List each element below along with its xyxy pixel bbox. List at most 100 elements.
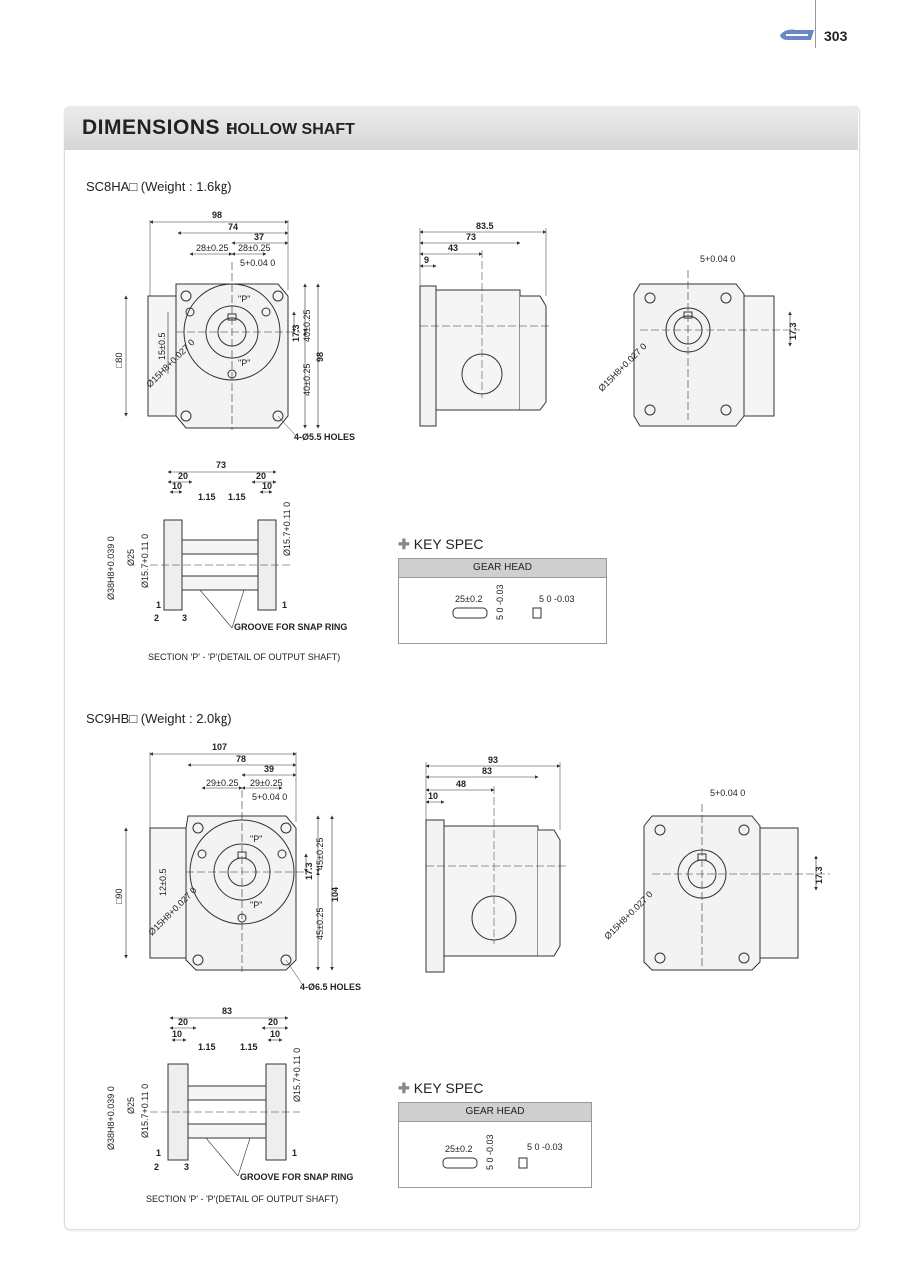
sc9-dim-p1: "P" <box>250 834 262 844</box>
sc9-sect-dim-1a: 1 <box>156 1148 161 1158</box>
model-sc9-title: SC9HB□ (Weight : 2.0㎏) <box>86 711 232 726</box>
sc9-side-view <box>425 762 566 973</box>
sc9-sect-dim-10b: 10 <box>270 1029 280 1039</box>
sc9-rear-dim-17-3: 17.3 <box>814 866 824 884</box>
sc9-section-label: SECTION 'P' - 'P'(DETAIL OF OUTPUT SHAFT… <box>146 1194 339 1204</box>
sc8-dim-37: 37 <box>254 232 264 242</box>
sc8-dim-40a: 40±0.25 <box>302 310 312 342</box>
banner-title: DIMENSIONS : <box>82 116 234 139</box>
sc9-sect-dim-1b: 1 <box>292 1148 297 1158</box>
plus-icon: ✚ <box>398 536 410 552</box>
sc8-dim-98v: 98 <box>315 352 325 362</box>
sc8-sect-dim-115b: 1.15 <box>228 492 246 502</box>
sc9-dim-square-90: □90 <box>114 889 124 904</box>
sc9-key-spec-title: ✚KEY SPEC <box>398 1080 484 1097</box>
sc8-key-drawing: 25±0.2 5 0 -0.03 5 0 -0.03 <box>452 584 575 620</box>
sc9-sect-dim-10a: 10 <box>172 1029 182 1039</box>
sc8-sect-dim-10a: 10 <box>172 481 182 491</box>
sc9-sect-dim-157b: Ø15.7+0.11 0 <box>292 1048 302 1102</box>
sc9-sect-dim-157a: Ø15.7+0.11 0 <box>140 1084 150 1138</box>
section-banner: DIMENSIONS : HOLLOW SHAFT <box>64 106 858 150</box>
sc8-dim-73: 73 <box>466 232 476 242</box>
sc8-dim-15: 15±0.5 <box>157 333 167 360</box>
sc9-sect-dim-83: 83 <box>222 1006 232 1016</box>
banner-subtitle: HOLLOW SHAFT <box>226 121 355 138</box>
sc8-section-label: SECTION 'P' - 'P'(DETAIL OF OUTPUT SHAFT… <box>148 652 341 662</box>
sc8-key-dim-25: 25±0.2 <box>455 594 482 604</box>
sc9-dim-45a: 45±0.25 <box>315 838 325 870</box>
sc9-dim-78: 78 <box>236 754 246 764</box>
sc9-dim-83: 83 <box>482 766 492 776</box>
model-sc8-title: SC8HA□ (Weight : 1.6㎏) <box>86 179 232 194</box>
sc9-dim-29b: 29±0.25 <box>250 778 282 788</box>
sc8-key-spec-title: ✚KEY SPEC <box>398 536 484 553</box>
header-divider <box>815 0 816 48</box>
sc9-key-spec-box: GEAR HEAD 25±0.2 5 0 -0.03 5 0 -0.03 <box>398 1102 592 1188</box>
sc9-section-view <box>150 1016 300 1177</box>
sc9-key-dim-5b: 5 0 -0.03 <box>527 1142 563 1152</box>
sc9-dim-48: 48 <box>456 779 466 789</box>
sc8-dim-5: 5+0.04 0 <box>240 258 275 268</box>
sc8-dim-9: 9 <box>424 255 429 265</box>
sc8-sect-dim-157b: Ø15.7+0.11 0 <box>282 502 292 556</box>
sc9-dim-107: 107 <box>212 742 227 752</box>
sc9-dim-12: 12±0.5 <box>158 869 168 896</box>
sc9-dim-17-3: 17.3 <box>304 862 314 880</box>
sc9-key-spec-text: KEY SPEC <box>413 1080 484 1096</box>
sc8-section-view <box>150 470 290 629</box>
sc8-dim-74: 74 <box>228 222 238 232</box>
plus-icon: ✚ <box>398 1080 410 1096</box>
sc9-dim-29a: 29±0.25 <box>206 778 238 788</box>
sc8-key-spec-box: GEAR HEAD 25±0.2 5 0 -0.03 5 0 -0.03 <box>398 558 607 644</box>
sc8-dim-98: 98 <box>212 210 222 220</box>
sc9-holes-label: 4-Ø6.5 HOLES <box>300 982 361 992</box>
sc8-key-dim-5b: 5 0 -0.03 <box>539 594 575 604</box>
sc9-key-drawing: 25±0.2 5 0 -0.03 5 0 -0.03 <box>442 1134 563 1170</box>
sc8-front-view <box>124 220 320 437</box>
sc8-sect-dim-25: Ø25 <box>126 549 136 566</box>
sc8-dim-28a: 28±0.25 <box>196 243 228 253</box>
sc8-dim-28b: 28±0.25 <box>238 243 270 253</box>
sc9-key-dim-25: 25±0.2 <box>445 1144 472 1154</box>
sc8-key-dim-5: 5 0 -0.03 <box>495 584 505 620</box>
sc8-rear-dim-5: 5+0.04 0 <box>700 254 735 264</box>
sc9-sect-dim-115b: 1.15 <box>240 1042 258 1052</box>
sc8-dim-83-5: 83.5 <box>476 221 494 231</box>
sc8-dim-square-80: □80 <box>114 353 124 368</box>
sc8-sect-dim-10b: 10 <box>262 481 272 491</box>
sc8-side-view <box>419 228 550 427</box>
sc8-sect-dim-20b: 20 <box>256 471 266 481</box>
sc8-sect-dim-1a: 1 <box>156 600 161 610</box>
sc9-key-spec-header: GEAR HEAD <box>399 1103 591 1122</box>
sc9-sect-dim-2: 2 <box>154 1162 159 1172</box>
sc8-sect-dim-157a: Ø15.7+0.11 0 <box>140 534 150 588</box>
sc9-sect-dim-3: 3 <box>184 1162 189 1172</box>
sc9-dim-45b: 45±0.25 <box>315 908 325 940</box>
page-number: 303 <box>824 28 848 44</box>
sc8-sect-dim-38: Ø38H8+0.039 0 <box>106 536 116 600</box>
sc8-rear-dim-17-3: 17.3 <box>788 322 798 340</box>
sc9-sect-dim-20b: 20 <box>268 1017 278 1027</box>
sc9-dim-39: 39 <box>264 764 274 774</box>
sc9-groove-label: GROOVE FOR SNAP RING <box>240 1172 353 1182</box>
sc9-sect-dim-115a: 1.15 <box>198 1042 216 1052</box>
sc8-dim-p1: "P" <box>238 294 250 304</box>
sc8-key-spec-text: KEY SPEC <box>413 536 484 552</box>
sc9-sect-dim-25: Ø25 <box>126 1097 136 1114</box>
sc8-sect-dim-1b: 1 <box>282 600 287 610</box>
sc8-dim-40b: 40±0.25 <box>302 364 312 396</box>
sc9-dim-104: 104 <box>330 887 340 902</box>
sc8-sect-dim-20a: 20 <box>178 471 188 481</box>
sc8-rear-view <box>633 270 800 427</box>
sc8-sect-dim-73: 73 <box>216 460 226 470</box>
sc9-sect-dim-20a: 20 <box>178 1017 188 1027</box>
sc8-groove-label: GROOVE FOR SNAP RING <box>234 622 347 632</box>
sc8-sect-dim-3: 3 <box>182 613 187 623</box>
sc9-dim-93: 93 <box>488 755 498 765</box>
sc9-key-dim-5: 5 0 -0.03 <box>485 1134 495 1170</box>
sc8-holes-label: 4-Ø5.5 HOLES <box>294 432 355 442</box>
sc8-key-spec-header: GEAR HEAD <box>399 559 606 578</box>
sc9-front-view <box>124 752 334 985</box>
sc9-dim-p2: "P" <box>250 900 262 910</box>
